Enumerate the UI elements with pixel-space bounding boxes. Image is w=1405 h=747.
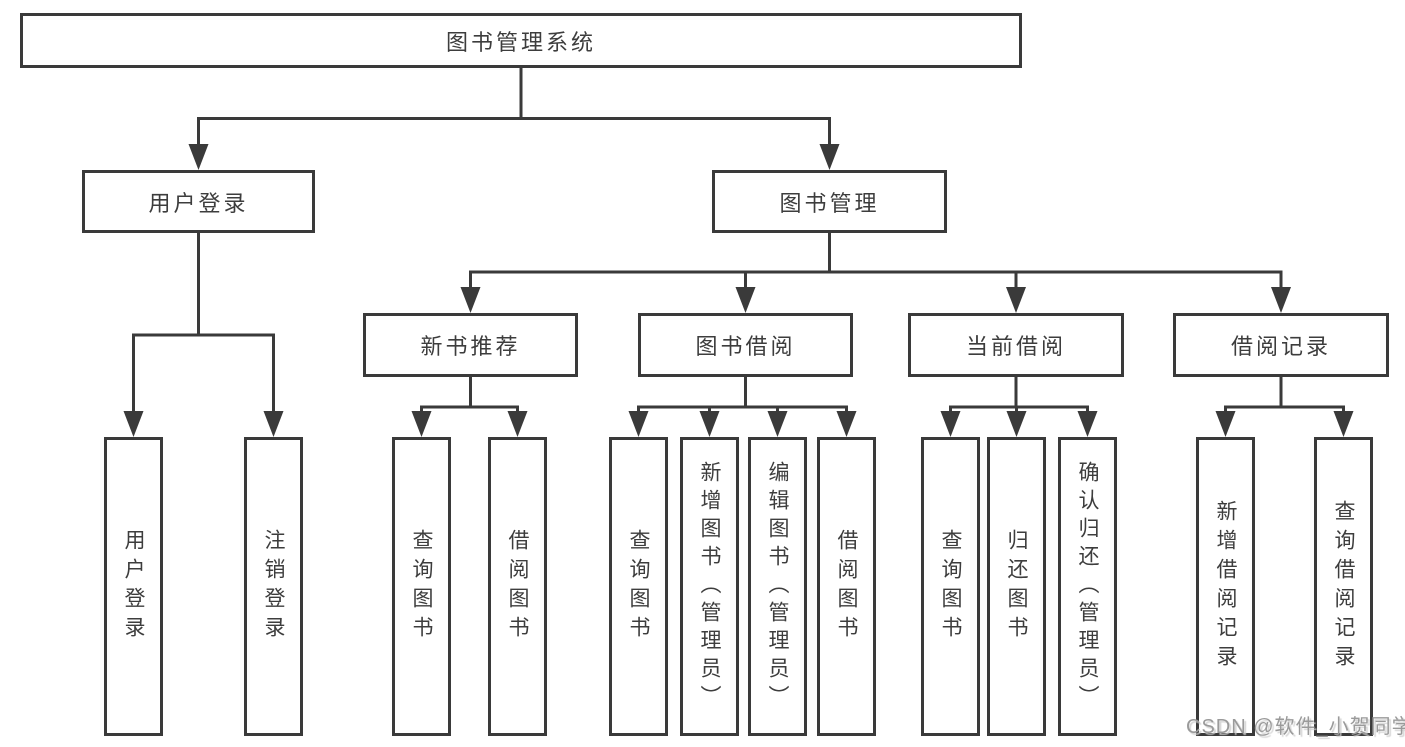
leaf-confirm-return-admin: 确认归还（管理员）: [1058, 437, 1117, 736]
leaf-query-book-1: 查询图书: [392, 437, 451, 736]
leaf-query-book-3: 查询图书: [921, 437, 980, 736]
leaf-borrow-book-2: 借阅图书: [817, 437, 876, 736]
node-current-borrow: 当前借阅: [908, 313, 1124, 377]
arrowhead-icons: [123, 144, 1354, 437]
node-book-borrow: 图书借阅: [638, 313, 853, 377]
node-borrow-record: 借阅记录: [1173, 313, 1389, 377]
leaf-borrow-book-1: 借阅图书: [488, 437, 547, 736]
leaf-query-borrow-record: 查询借阅记录: [1314, 437, 1373, 736]
leaf-query-book-2: 查询图书: [609, 437, 668, 736]
node-user-login: 用户登录: [82, 170, 315, 233]
node-root: 图书管理系统: [20, 13, 1022, 68]
leaf-add-book-admin: 新增图书（管理员）: [680, 437, 739, 736]
node-book-management: 图书管理: [712, 170, 947, 233]
node-new-book-recommend: 新书推荐: [363, 313, 578, 377]
leaf-return-book: 归还图书: [987, 437, 1046, 736]
watermark: CSDN @软件_小贺同学: [1186, 716, 1405, 738]
leaf-edit-book-admin: 编辑图书（管理员）: [748, 437, 807, 736]
leaf-user-login: 用户登录: [104, 437, 163, 736]
leaf-logout: 注销登录: [244, 437, 303, 736]
leaf-add-borrow-record: 新增借阅记录: [1196, 437, 1255, 736]
